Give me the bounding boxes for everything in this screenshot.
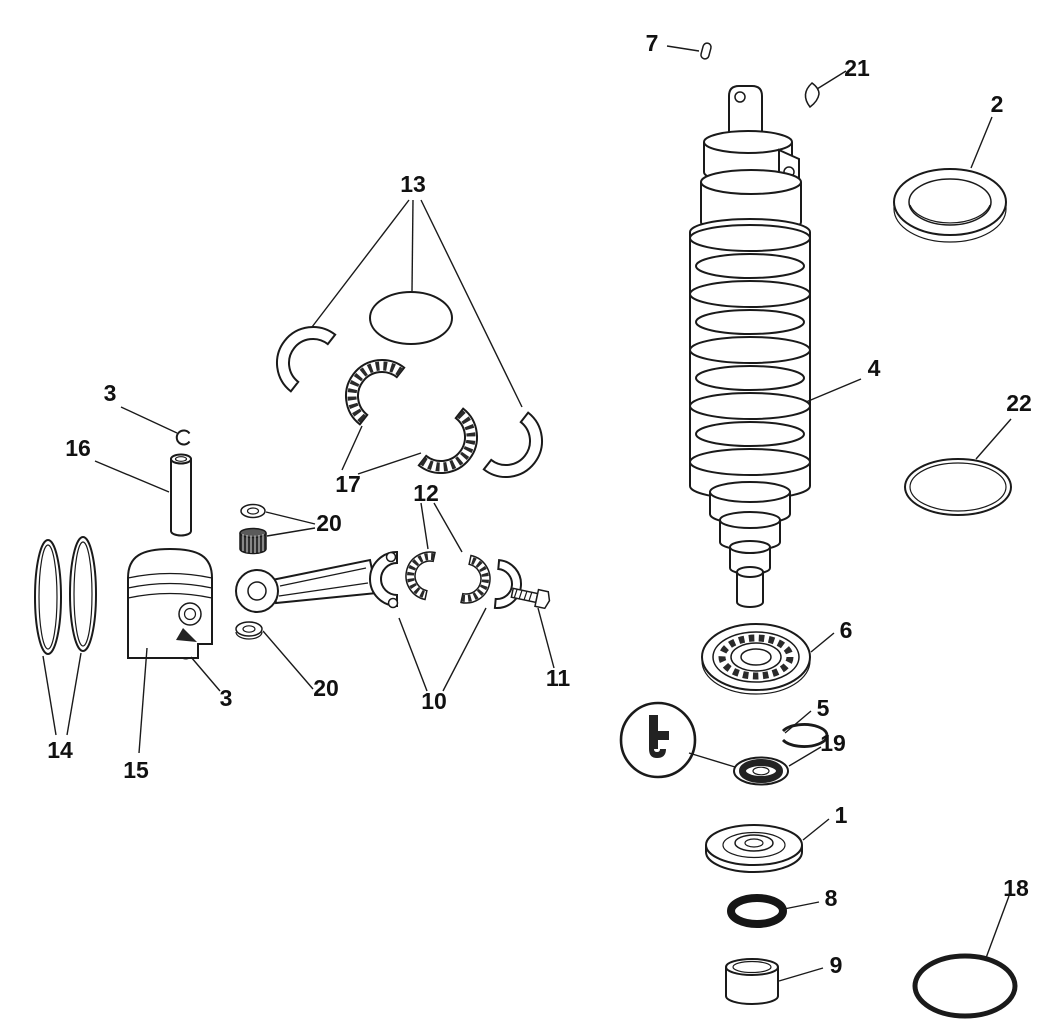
connecting-rod bbox=[235, 550, 399, 613]
callout-5: 5 bbox=[817, 695, 830, 721]
leader-line bbox=[398, 617, 428, 692]
pin-clip-upper bbox=[175, 429, 191, 446]
callout-1: 1 bbox=[835, 802, 848, 828]
rod-bearing-shell-right bbox=[493, 559, 525, 612]
main-bearing-ring bbox=[369, 291, 453, 345]
main-bearing-shell-lower bbox=[482, 411, 558, 493]
leader-line bbox=[810, 632, 835, 653]
main-bearing-shell-upper bbox=[261, 311, 337, 393]
rod-screw bbox=[510, 587, 551, 610]
leader-line bbox=[262, 630, 314, 690]
callout-8: 8 bbox=[825, 885, 838, 911]
leader-line bbox=[311, 199, 410, 328]
leader-line bbox=[420, 502, 429, 550]
ball-bearing bbox=[701, 623, 811, 695]
callout-6: 6 bbox=[840, 617, 853, 643]
leader-line bbox=[783, 901, 820, 910]
callout-17: 17 bbox=[335, 471, 361, 497]
leader-line bbox=[784, 710, 812, 734]
woodruff-key bbox=[804, 82, 820, 109]
seal-tool-symbol bbox=[619, 701, 697, 779]
rod-cage-left bbox=[400, 546, 435, 601]
leader-line bbox=[788, 746, 822, 767]
dowel-pin bbox=[700, 42, 712, 60]
thrust-washer-upper bbox=[240, 503, 266, 519]
callout-15: 15 bbox=[123, 757, 149, 783]
leader-line bbox=[537, 607, 555, 669]
leader-lines bbox=[42, 45, 1012, 982]
callout-16: 16 bbox=[65, 435, 91, 461]
leader-line bbox=[357, 452, 422, 475]
bushing-cup bbox=[725, 958, 779, 1005]
leader-line bbox=[802, 818, 830, 841]
thrust-washer-lower bbox=[235, 621, 263, 640]
leader-line bbox=[66, 652, 82, 736]
piston-pin bbox=[170, 453, 192, 537]
needle-roller-bearing bbox=[239, 527, 267, 555]
o-ring-8 bbox=[727, 894, 787, 928]
callout-12: 12 bbox=[413, 480, 439, 506]
callout-3-lower: 3 bbox=[220, 685, 233, 711]
leader-line bbox=[265, 511, 316, 525]
leader-line bbox=[190, 656, 221, 692]
leader-line bbox=[266, 527, 316, 537]
rod-cage-right bbox=[461, 554, 496, 609]
callout-labels: 7 21 2 13 4 22 3 16 17 12 20 11 10 20 3 … bbox=[47, 30, 1032, 978]
callout-18: 18 bbox=[1003, 875, 1029, 901]
leader-line bbox=[420, 199, 523, 408]
leader-line bbox=[442, 607, 487, 692]
callout-2: 2 bbox=[991, 91, 1004, 117]
leader-line bbox=[94, 460, 170, 493]
leader-line bbox=[970, 116, 993, 169]
callout-7: 7 bbox=[646, 30, 659, 56]
leader-line bbox=[975, 418, 1012, 460]
callout-19: 19 bbox=[820, 730, 846, 756]
leader-line bbox=[688, 752, 736, 768]
leader-line bbox=[138, 647, 148, 754]
piston-rings bbox=[34, 536, 97, 655]
leader-line bbox=[433, 502, 463, 553]
piston bbox=[127, 547, 213, 659]
callout-20-upper: 20 bbox=[316, 510, 342, 536]
leader-line bbox=[411, 199, 414, 292]
leader-line bbox=[42, 655, 57, 736]
sealing-ring-2 bbox=[893, 168, 1007, 243]
snap-ring bbox=[781, 723, 829, 748]
callout-13: 13 bbox=[400, 171, 426, 197]
needle-bearing-cage-lower bbox=[417, 407, 493, 489]
leader-line bbox=[666, 45, 700, 52]
leader-line bbox=[341, 425, 363, 471]
callout-3-upper: 3 bbox=[104, 380, 117, 406]
leader-line bbox=[805, 378, 862, 403]
callout-21: 21 bbox=[844, 55, 870, 81]
crankshaft bbox=[689, 85, 811, 608]
leader-line bbox=[120, 406, 178, 434]
callout-4: 4 bbox=[868, 355, 881, 381]
needle-bearing-cage-upper bbox=[330, 344, 406, 426]
callout-22: 22 bbox=[1006, 390, 1032, 416]
oil-seal bbox=[733, 756, 789, 786]
leader-line bbox=[778, 967, 824, 982]
o-ring-18 bbox=[912, 953, 1018, 1019]
callout-14: 14 bbox=[47, 737, 73, 763]
leader-line bbox=[985, 895, 1010, 959]
retainer-washer bbox=[705, 824, 803, 873]
callout-20-lower: 20 bbox=[313, 675, 339, 701]
callout-9: 9 bbox=[830, 952, 843, 978]
callout-10: 10 bbox=[421, 688, 447, 714]
leader-line bbox=[816, 70, 847, 90]
callout-11: 11 bbox=[546, 665, 571, 691]
retaining-ring-22 bbox=[904, 458, 1012, 516]
